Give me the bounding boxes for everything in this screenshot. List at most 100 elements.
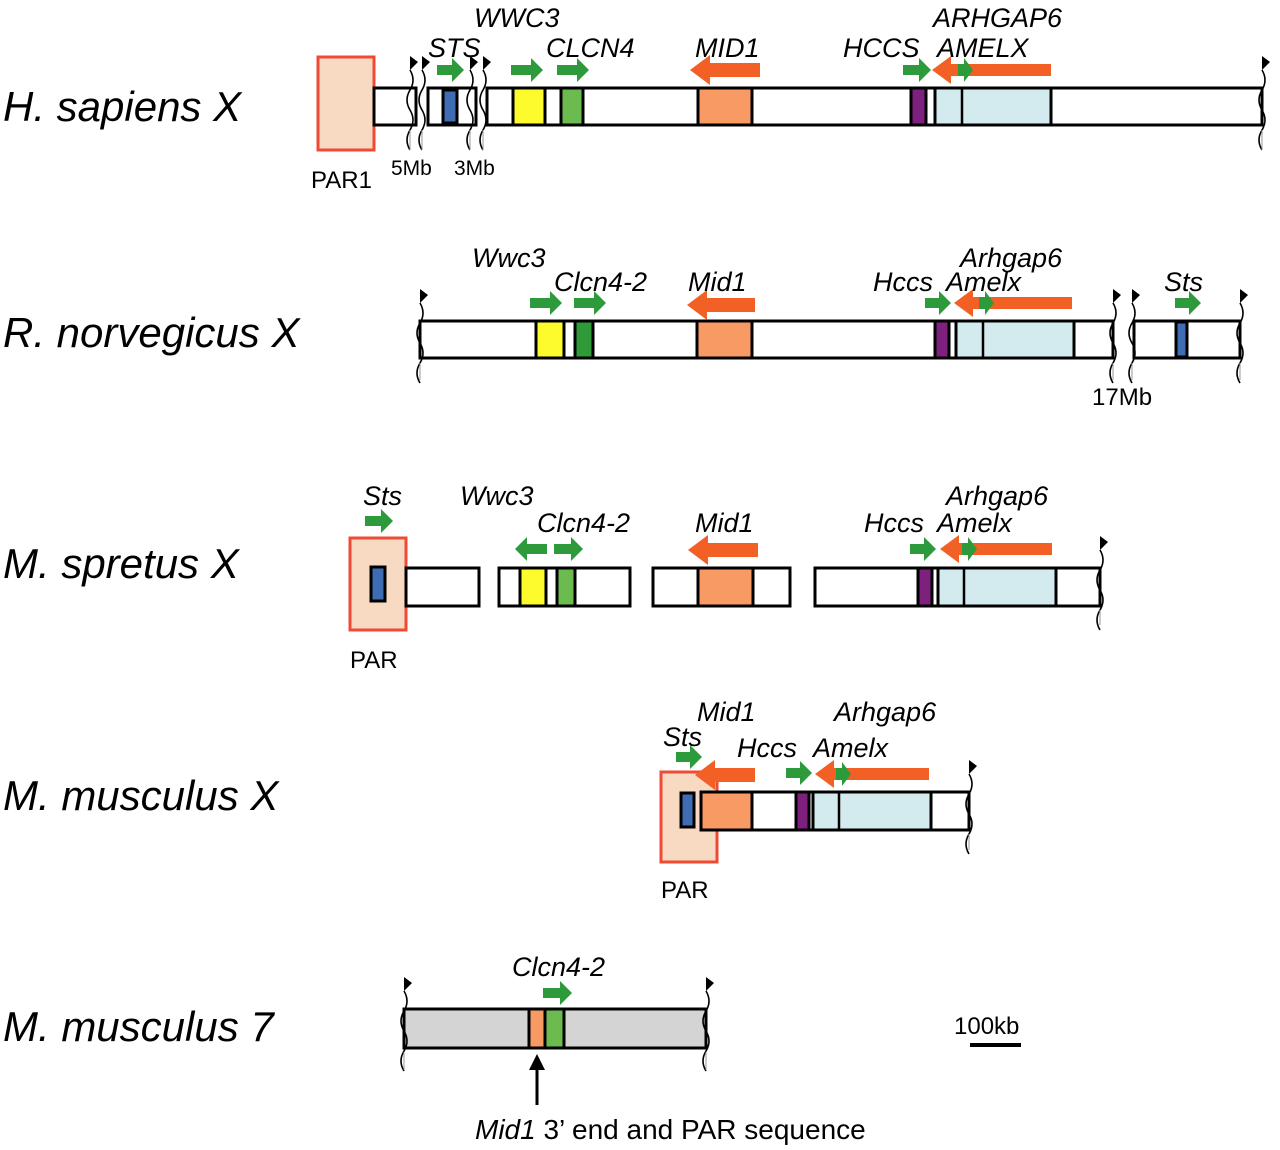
chromosome-end [965, 760, 977, 855]
clcn4-gene-box [555, 566, 577, 608]
wwc3-direction-arrow-icon [511, 58, 543, 82]
break-squiggle [406, 69, 414, 151]
break-squiggle [479, 69, 487, 151]
species-label-m-musculus-x: M. musculus X [3, 772, 280, 819]
amelx-direction-arrow-icon [962, 537, 977, 561]
row-m-spretus: M. spretus X PAR Sts Wwc3 Clcn4-2 Mid1 H… [3, 481, 1108, 674]
wwc3-direction-arrow-icon [515, 537, 547, 561]
amelx-direction-arrow-icon [958, 58, 973, 82]
break-flag-icon [706, 977, 714, 991]
hccs-gene-box [909, 86, 928, 127]
species-label-m-spretus: M. spretus X [3, 540, 241, 587]
gene-label-amelx: Amelx [935, 508, 1014, 538]
break-flag-icon [1240, 289, 1248, 303]
break-squiggle [416, 302, 424, 384]
chromosome-end [1258, 56, 1270, 151]
mid1-3prime-par-box [527, 1007, 547, 1050]
pointer-arrow-icon [529, 1054, 545, 1070]
hccs-direction-arrow-icon [925, 291, 951, 315]
amelx-direction-arrow-icon [979, 291, 994, 315]
hccs-direction-arrow-icon [903, 58, 931, 82]
par-label: PAR [350, 647, 398, 674]
gene-label-clcn4: Clcn4-2 [537, 508, 630, 538]
gene-label-mid1: Mid1 [695, 508, 754, 538]
gap-label-3mb: 3Mb [454, 157, 495, 180]
gene-label-wwc3: Wwc3 [472, 243, 546, 273]
arhgap6-direction-arrow-icon [932, 56, 1051, 84]
chromosome-end [1236, 289, 1248, 384]
clcn4-direction-arrow-icon [557, 58, 589, 82]
sts-direction-arrow-icon [437, 58, 464, 82]
chromosome-end [1096, 536, 1108, 631]
hccs-direction-arrow-icon [910, 537, 936, 561]
break-flag-icon [969, 760, 977, 774]
arhgap6-direction-arrow-icon [815, 760, 929, 788]
mid1-gene-box [695, 319, 754, 360]
species-label-m-musculus-7: M. musculus 7 [3, 1003, 275, 1050]
row-r-norvegicus: R. norvegicus X 17Mb [3, 243, 1248, 411]
arhgap6-direction-arrow-icon [940, 535, 1052, 563]
species-label-h-sapiens: H. sapiens X [3, 83, 243, 130]
break-flag-icon [1132, 289, 1140, 303]
chromosome-segment [372, 86, 418, 127]
break-5mb [406, 56, 430, 151]
wwc3-gene-box [534, 319, 566, 360]
chromosome-segment [404, 566, 481, 608]
arhgap6-amelx-gene-box [954, 319, 1076, 360]
mid1-direction-arrow-icon [687, 290, 755, 320]
gene-label-hccs: Hccs [864, 508, 924, 538]
row-m-musculus-7: M. musculus 7 Clcn4-2 Mid1 3’ end and PA… [3, 952, 1021, 1145]
mid1-par-note: Mid1 3’ end and PAR sequence [475, 1114, 866, 1145]
break-flag-icon [483, 56, 491, 70]
sts-gene-box [369, 565, 387, 603]
break-flag-icon [410, 56, 418, 70]
break-flag-icon [404, 977, 412, 991]
gene-label-hccs: Hccs [737, 733, 797, 763]
gap-label-17mb: 17Mb [1092, 384, 1152, 411]
hccs-gene-box [933, 319, 951, 360]
gene-label-sts: Sts [363, 481, 402, 511]
sts-direction-arrow-icon [365, 509, 393, 533]
break-squiggle [400, 990, 408, 1072]
mid1-gene-box [696, 86, 754, 127]
gene-label-sts: Sts [1164, 267, 1203, 297]
sts-gene-box [1174, 320, 1189, 359]
gene-label-wwc3: WWC3 [474, 3, 559, 33]
break-squiggle [965, 773, 973, 855]
amelx-direction-arrow-icon [836, 762, 851, 786]
wwc3-gene-box [518, 566, 548, 608]
wwc3-direction-arrow-icon [530, 291, 562, 315]
species-label-r-norvegicus: R. norvegicus X [3, 309, 301, 356]
chromosome-start [400, 977, 412, 1072]
arhgap6-amelx-gene-box [933, 86, 1053, 127]
break-flag-icon [422, 56, 430, 70]
break-flag-icon [470, 56, 478, 70]
break-squiggle [702, 990, 710, 1072]
break-flag-icon [1100, 536, 1108, 550]
break-flag-icon [1262, 56, 1270, 70]
arhgap6-amelx-gene-box [811, 790, 933, 832]
wwc3-gene-box [511, 86, 547, 127]
clcn4-gene-box [573, 319, 595, 360]
mid1-gene-box [696, 566, 755, 608]
chromosome-start [416, 289, 428, 384]
gene-label-clcn4: Clcn4-2 [554, 267, 647, 297]
sts-gene-box [679, 791, 696, 829]
chromosome-end [702, 977, 714, 1072]
break-squiggle [1236, 302, 1244, 384]
mid1-gene-box [699, 790, 754, 832]
clcn4-direction-arrow-icon [554, 537, 583, 561]
gene-label-mid1: Mid1 [697, 697, 756, 727]
gene-label-arhgap6: Arhgap6 [944, 481, 1049, 511]
gene-label-sts: STS [428, 33, 481, 63]
break-squiggle [1258, 69, 1266, 151]
chromosome-segment-main [485, 86, 1264, 127]
gene-label-arhgap6: Arhgap6 [832, 697, 937, 727]
sts-gene-box [441, 88, 459, 125]
sts-direction-arrow-icon [1175, 291, 1201, 315]
clcn4-direction-arrow-icon [543, 981, 572, 1005]
row-m-musculus-x: M. musculus X PAR Mid1 Sts Hccs Arhgap6 … [3, 697, 977, 904]
gene-label-amelx: AMELX [935, 33, 1030, 63]
break-17mb [1109, 289, 1140, 384]
